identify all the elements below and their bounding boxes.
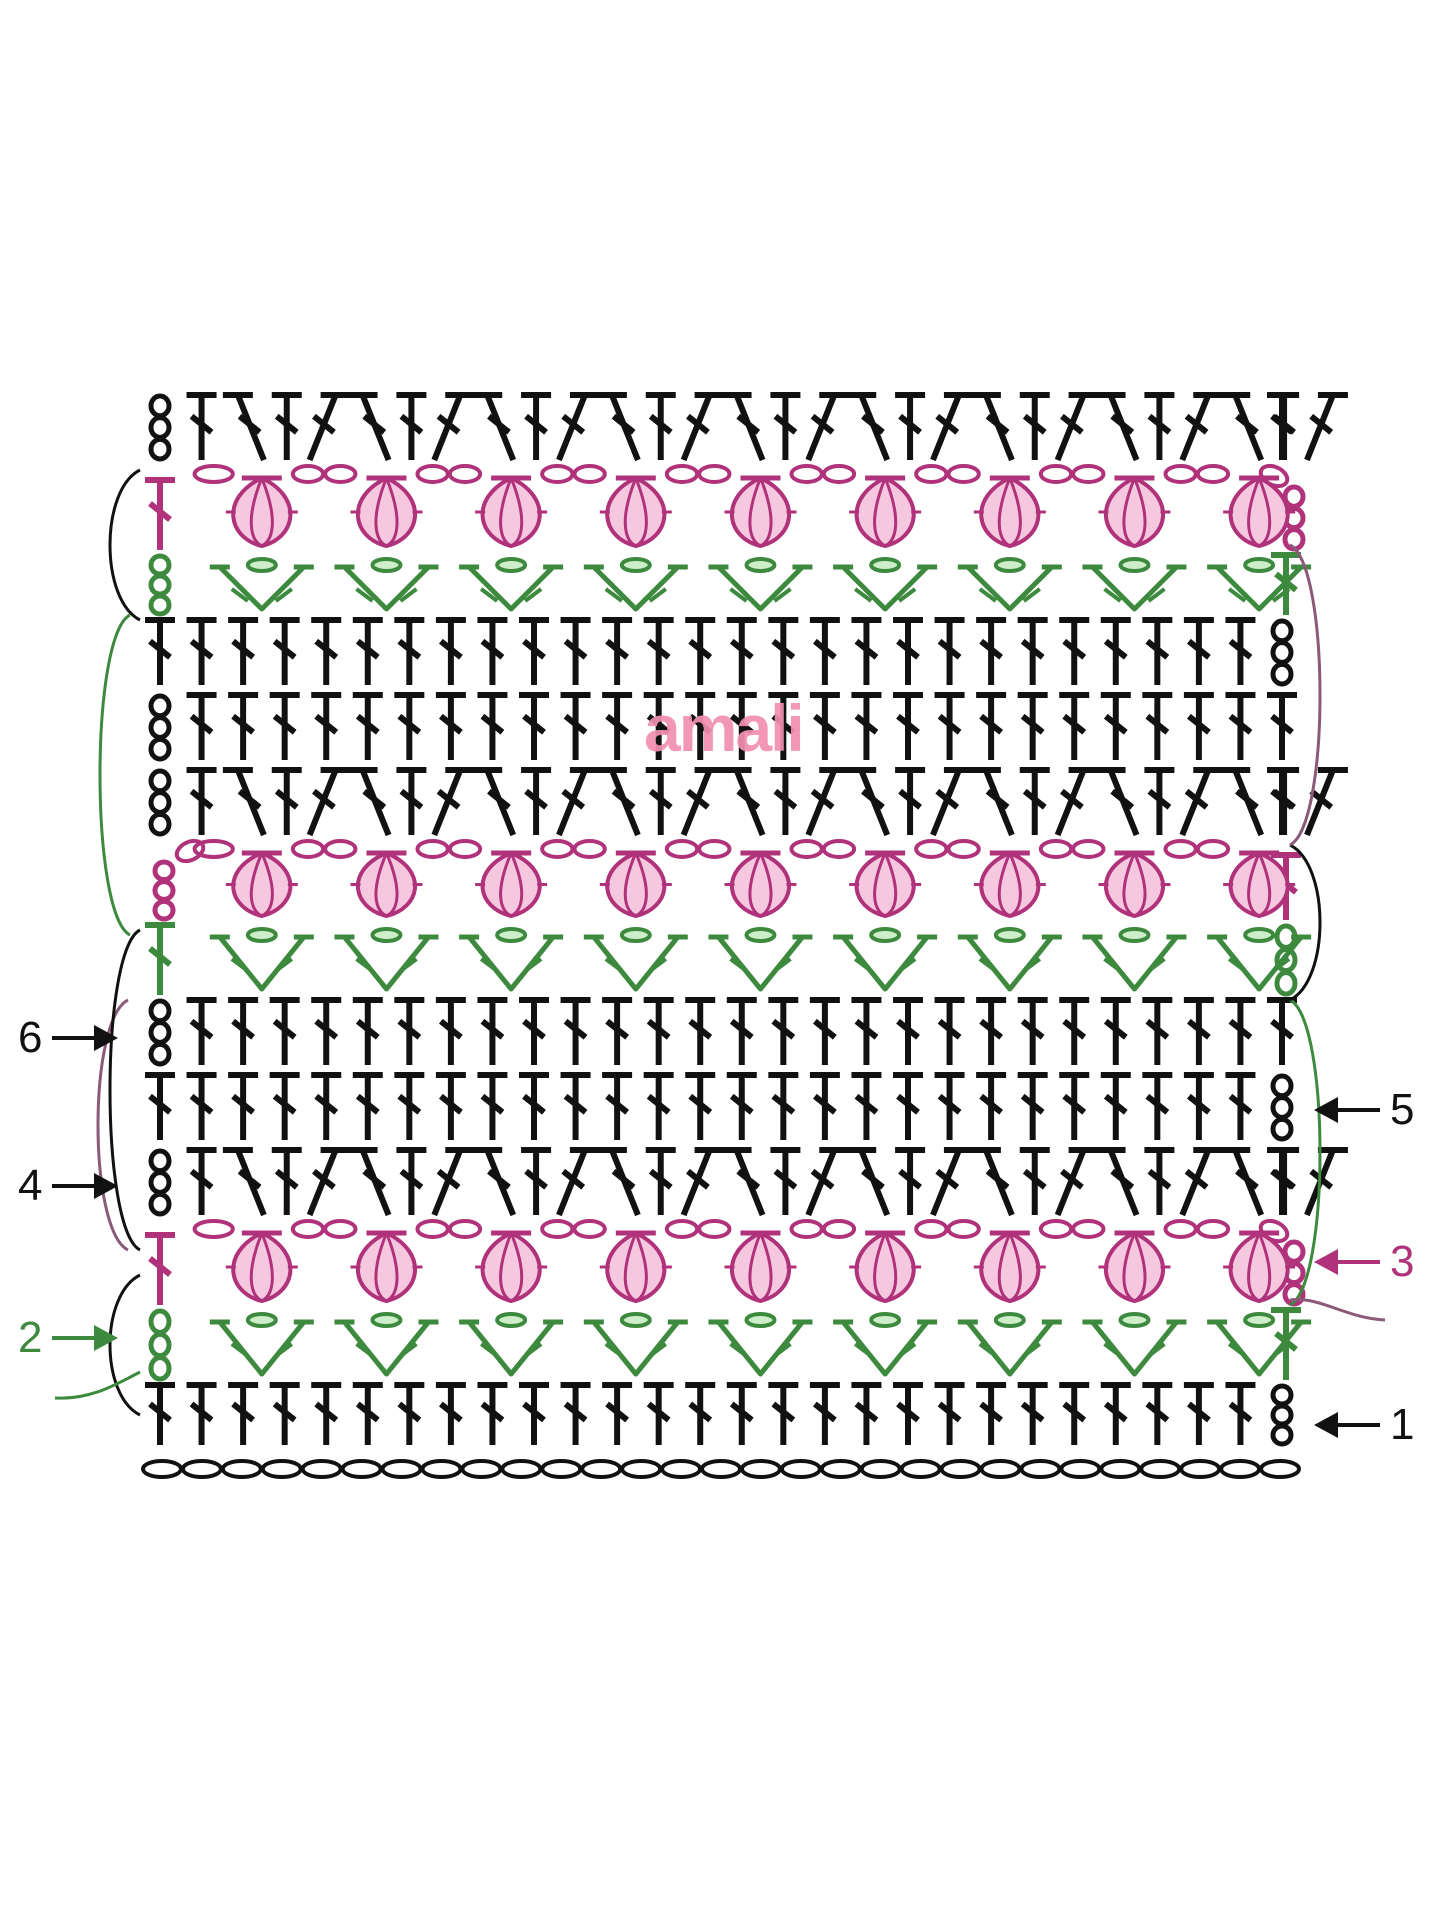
row-number: 2 [18, 1313, 43, 1362]
arrow-right-icon [52, 1325, 119, 1351]
yarn-tail-green [54, 1370, 141, 1400]
row-12 [148, 552, 1312, 617]
row-7 [145, 922, 1312, 997]
row-3 [145, 1218, 1306, 1307]
turn-arc-4 [108, 468, 141, 622]
row-6 [148, 997, 1297, 1067]
row-number: 5 [1390, 1085, 1415, 1134]
watermark: amali [644, 691, 805, 765]
row-number: 1 [1390, 1400, 1415, 1449]
row-4 [148, 1147, 1348, 1217]
row-14 [148, 392, 1348, 462]
row-10 [148, 692, 1297, 762]
turn-arc-2 [108, 928, 141, 1252]
turn-arc-3 [98, 613, 131, 937]
row-8 [152, 838, 1301, 922]
row-number: 3 [1390, 1237, 1415, 1286]
arrow-left-icon [1314, 1249, 1380, 1275]
yarn-tail-mauve [1289, 1298, 1386, 1322]
row-label-5: 5 [1314, 1085, 1415, 1134]
row-9 [148, 767, 1348, 837]
turn-arc-5 [1289, 998, 1322, 1307]
row-label-3: 3 [1314, 1237, 1415, 1286]
row-number: 4 [18, 1161, 43, 1210]
row-label-6: 6 [18, 1013, 119, 1062]
arrow-left-icon [1314, 1412, 1380, 1438]
row-1 [145, 1382, 1294, 1447]
row-label-4: 4 [18, 1161, 119, 1210]
row-label-2: 2 [18, 1313, 119, 1362]
turn-arc-6 [1289, 843, 1322, 1002]
row-2 [148, 1307, 1312, 1382]
row-11 [145, 617, 1294, 687]
arrow-right-icon [52, 1025, 119, 1051]
row-number: 6 [18, 1013, 43, 1062]
row-label-1: 1 [1314, 1400, 1415, 1449]
arrow-left-icon [1314, 1097, 1380, 1123]
arrow-right-icon [52, 1173, 119, 1199]
row-13 [145, 463, 1306, 552]
foundation-chain [141, 1459, 1301, 1479]
turn-arc-7 [1289, 543, 1322, 847]
row-5 [145, 1072, 1294, 1142]
